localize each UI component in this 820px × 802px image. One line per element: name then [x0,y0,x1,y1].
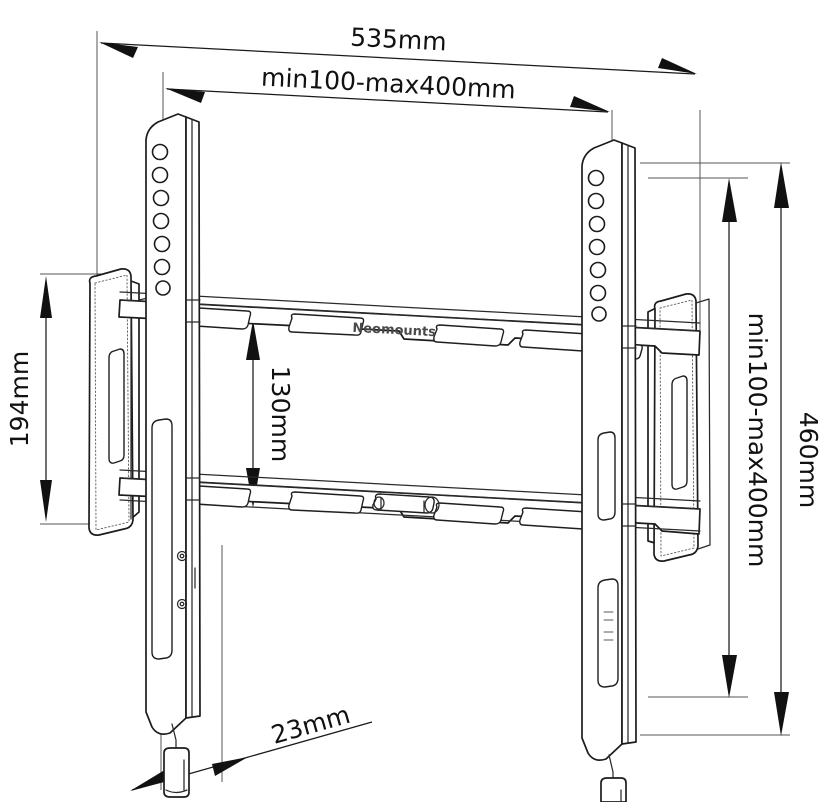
dimension-overall-height: 460mm [774,162,820,736]
arm-left-edge [185,116,201,719]
arm-right [581,139,637,802]
dimension-label-130mm: 130mm [266,366,295,462]
dimension-overall-width: 535mm [99,23,697,75]
dimension-label-535mm: 535mm [350,23,448,57]
arm-right-hole-4 [588,238,606,256]
dimension-label-460mm: 460mm [794,412,820,508]
arm-left [145,113,201,798]
arrowhead-top [246,320,260,360]
arrowhead-bottom [774,692,789,736]
rail-upper-slot-4 [519,329,593,352]
arrowhead-top [40,276,52,318]
dimension-label-vesa-horizontal: min100-max400mm [260,63,516,105]
arrowhead-bottom [722,655,737,698]
wall-plate-right-slot [671,375,688,490]
arm-left-hole-1 [151,143,169,161]
arm-right-hole-6 [589,284,607,302]
dimension-vesa-horizontal: min100-max400mm [165,63,610,113]
wall-plate-left-slot [108,348,125,464]
arm-left-hole-3 [152,189,170,207]
arm-left-hole-6 [153,258,171,276]
arm-right-hole-7 [591,306,607,322]
arm-right-lower-slot [597,578,619,688]
rail-upper-slot-3 [433,324,505,347]
arm-left-hole-7 [155,280,171,296]
rail-lower-slot-3 [433,502,505,525]
dimension-rail-spacing: 130mm [246,320,295,508]
arm-left-hole-5 [153,235,171,253]
release-handle-right [600,777,627,802]
arrowhead-left [99,42,138,58]
rail-upper-slot-2 [288,313,365,336]
arrowhead-bottom [40,480,52,522]
rail-lower-slot-4 [519,507,593,530]
dimension-vesa-vertical: min100-max400mm [722,178,772,698]
arm-left-lower-slot [151,418,173,660]
arm-right-upper-slot [597,431,616,521]
arm-left-hole-2 [151,166,169,184]
arm-left-boss-2 [176,598,188,610]
arrowhead-right [212,757,248,776]
arm-left-boss-1 [176,550,188,562]
dimension-label-194mm: 194mm [5,351,34,447]
rail-upper-slot-1 [192,307,252,330]
arrowhead-top [774,162,789,208]
arrowhead-left [165,88,205,103]
arrowhead-top [722,178,737,222]
dimension-label-vesa-vertical: min100-max400mm [743,313,772,568]
arrowhead-right [658,58,697,74]
wall-plate-right [647,293,711,562]
arrowhead-right [570,96,610,112]
rail-lower-level-indicator [372,493,440,514]
arrowhead-left [130,768,172,791]
dimension-plate-height: 194mm [5,276,52,522]
arm-right-hole-3 [588,215,606,233]
arm-right-hole-1 [587,169,605,187]
brand-label: Neomounts [352,321,436,340]
arm-left-hole-4 [152,212,170,230]
dimension-label-23mm: 23mm [268,700,353,750]
arm-right-edge [621,142,637,745]
wall-plate-left [88,268,153,536]
arm-right-hole-5 [589,261,607,279]
rail-lower-slot-1 [192,485,252,508]
arm-right-hole-2 [587,192,605,210]
rail-lower-slot-2 [288,491,365,514]
release-handle-left [163,747,190,798]
